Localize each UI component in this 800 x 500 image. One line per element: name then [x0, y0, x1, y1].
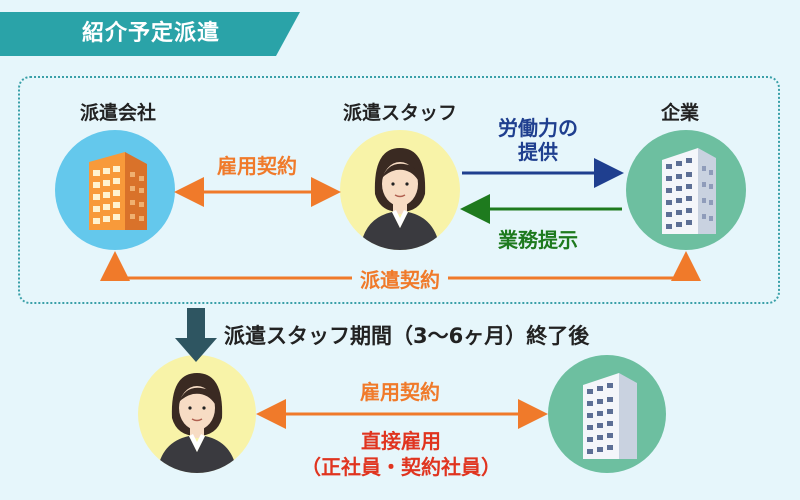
businesswoman-icon [157, 373, 237, 473]
company-circle [626, 130, 746, 250]
labor-provision-label: 労働力の 提供 [468, 116, 608, 164]
agency-circle [55, 130, 175, 250]
work-instruction-label: 業務提示 [498, 228, 578, 252]
dispatch-period-frame [18, 76, 780, 304]
company-label: 企業 [660, 102, 699, 124]
company-circle-after [548, 355, 666, 473]
labor-provision-line2: 提供 [518, 140, 558, 164]
page-title: 紹介予定派遣 [0, 12, 300, 56]
down-arrow [175, 308, 217, 362]
staff-circle-after [138, 355, 256, 473]
agency-label: 派遣会社 [79, 102, 156, 124]
period-label: 派遣スタッフ期間（3〜6ヶ月）終了後 [224, 324, 590, 348]
businesswoman-icon [360, 148, 440, 250]
labor-provision-line1: 労働力の [498, 116, 578, 140]
staff-circle [340, 130, 460, 250]
direct-employment-line2: （正社員・契約社員） [301, 455, 501, 479]
employment-contract-label-after: 雇用契約 [360, 380, 440, 404]
direct-employment-line1: 直接雇用 [361, 429, 441, 453]
office-tower-icon [583, 373, 637, 459]
direct-employment-label: 直接雇用 （正社員・契約社員） [286, 428, 516, 480]
office-building-icon [89, 152, 147, 230]
staff-label: 派遣スタッフ [342, 102, 457, 124]
dispatch-contract-label: 派遣契約 [332, 264, 468, 293]
employment-contract-label: 雇用契約 [217, 154, 297, 178]
office-tower-icon [662, 148, 716, 234]
dispatch-contract-text: 派遣契約 [352, 268, 448, 292]
